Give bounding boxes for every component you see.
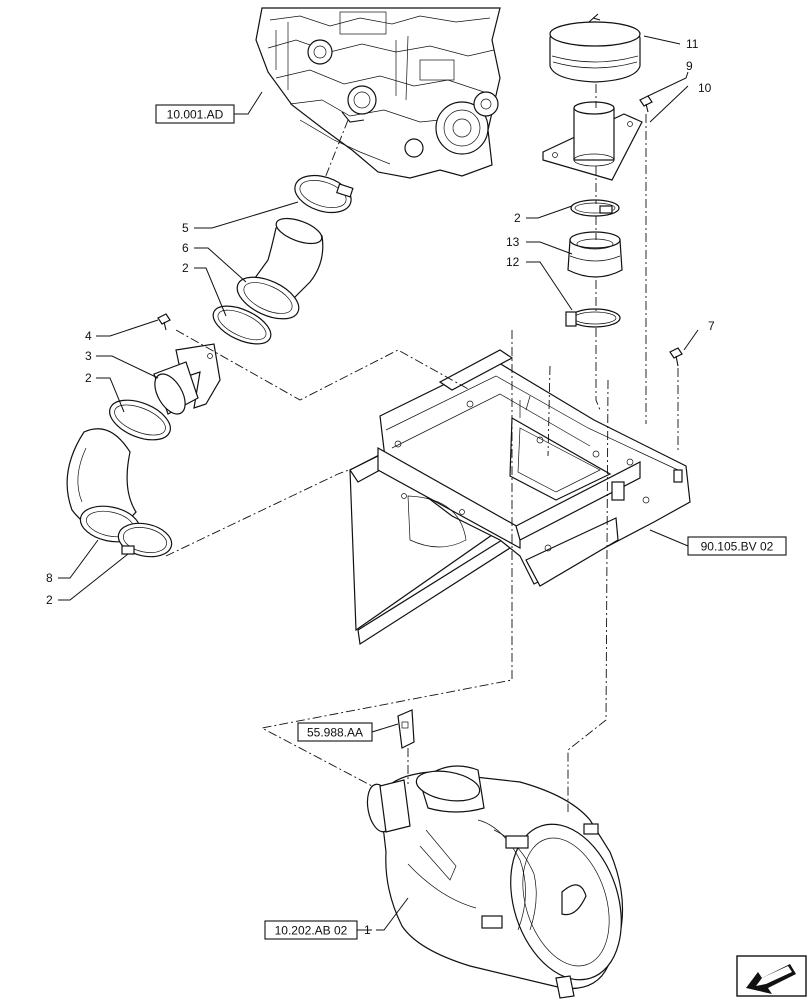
callout-13: 13 [506,235,520,249]
engine-illustration [255,7,501,179]
hose-clamp-12 [565,308,621,328]
callout-2-elbow: 2 [85,371,92,385]
precleaner-cap [549,13,641,83]
callout-numbers: 11 9 10 2 13 12 5 6 2 4 3 2 7 8 2 1 [46,37,715,937]
callout-9: 9 [686,59,693,73]
mounting-bracket-with-pipe [542,101,643,181]
callout-1: 1 [364,923,371,937]
callout-2-hose: 2 [182,261,189,275]
hose-clamp-top [570,199,620,217]
hose-clamp-bottom [117,522,173,558]
elbow-connector-3 [153,343,221,415]
callout-5: 5 [182,221,189,235]
hose-6 [236,217,324,320]
callout-3: 3 [85,349,92,363]
callout-11: 11 [686,37,699,51]
callout-6: 6 [182,241,189,255]
bolt-7 [669,347,683,367]
ref-frame-label: 90.105.BV 02 [701,540,774,554]
bolt-9 [639,95,653,113]
callout-7: 7 [708,319,715,333]
ref-air-cleaner-label: 10.202.AB 02 [275,924,348,938]
ref-box-frame[interactable]: 90.105.BV 02 [687,536,787,556]
callout-2-bottom: 2 [46,593,53,607]
hose-clamp-5 [294,174,354,214]
navigate-back-button[interactable] [736,955,807,997]
support-frame [349,349,691,646]
arrow-left-down-icon [746,964,796,994]
callout-2-top: 2 [514,211,521,225]
hose-clamp-hose [212,305,272,345]
bolt-4 [157,313,171,331]
callout-12: 12 [506,255,520,269]
adapter-13 [567,231,623,278]
ref-box-air-cleaner[interactable]: 10.202.AB 02 [264,920,358,940]
air-cleaner-assembly [366,765,771,999]
hose-clamp-elbow [109,399,171,441]
callout-8: 8 [46,571,53,585]
bracket-55-988 [397,709,415,749]
ref-box-bracket[interactable]: 55.988.AA [297,722,373,742]
callout-4: 4 [85,329,92,343]
callout-10: 10 [698,81,712,95]
ref-engine-label: 10.001.AD [167,108,224,122]
ref-bracket-label: 55.988.AA [307,726,363,740]
ref-box-engine[interactable]: 10.001.AD [155,104,235,124]
assembly-center-lines [165,84,679,812]
callout-leaders [58,35,699,931]
